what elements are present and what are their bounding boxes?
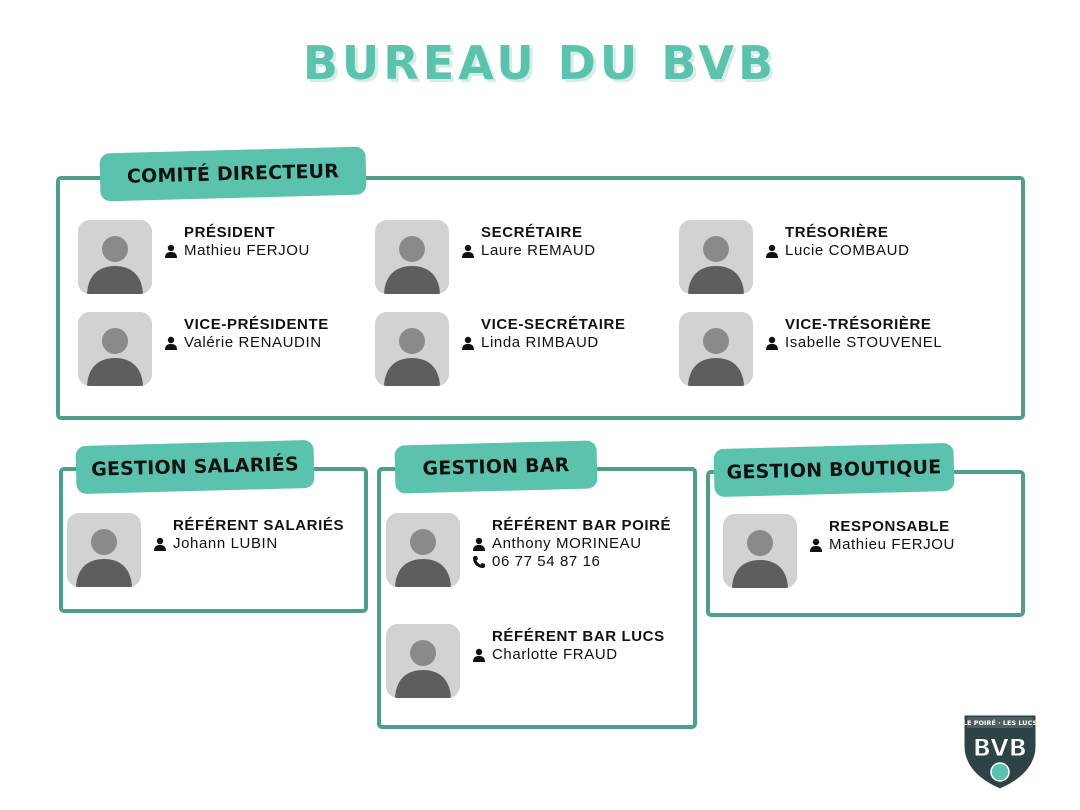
person-icon: [461, 336, 475, 350]
person-icon: [164, 244, 178, 258]
logo-letters: BVB: [973, 734, 1027, 762]
phone-icon: [472, 555, 486, 569]
gestion-salaries-label: GESTION SALARIÉS: [75, 439, 315, 495]
member-phone: 06 77 54 87 16: [492, 553, 601, 570]
comite-directeur-section: [56, 176, 1025, 420]
person-icon: [809, 538, 823, 552]
member-name: Anthony MORINEAU: [492, 535, 642, 552]
comite-directeur-label: COMITÉ DIRECTEUR: [99, 146, 367, 202]
member-role: VICE-TRÉSORIÈRE: [785, 316, 932, 333]
member-photo: [679, 312, 753, 386]
member-role: RÉFÉRENT BAR POIRÉ: [492, 517, 672, 534]
member-role: PRÉSIDENT: [184, 224, 276, 241]
member-role: RÉFÉRENT BAR LUCS: [492, 628, 665, 645]
member-photo: [375, 220, 449, 294]
member-name: Mathieu FERJOU: [184, 242, 310, 259]
member-name: Johann LUBIN: [173, 535, 278, 552]
page-title: BUREAU DU BVB: [302, 36, 778, 90]
person-icon: [472, 648, 486, 662]
member-role: VICE-PRÉSIDENTE: [184, 316, 329, 333]
member-photo: [78, 312, 152, 386]
member-photo: [386, 513, 460, 587]
member-photo: [67, 513, 141, 587]
member-name: Charlotte FRAUD: [492, 646, 618, 663]
person-icon: [765, 244, 779, 258]
member-photo: [386, 624, 460, 698]
member-role: RESPONSABLE: [829, 518, 950, 535]
member-name: Lucie COMBAUD: [785, 242, 910, 259]
member-photo: [679, 220, 753, 294]
person-icon: [472, 537, 486, 551]
person-icon: [164, 336, 178, 350]
member-name: Mathieu FERJOU: [829, 536, 955, 553]
member-role: VICE-SECRÉTAIRE: [481, 316, 626, 333]
member-photo: [375, 312, 449, 386]
member-photo: [723, 514, 797, 588]
member-photo: [78, 220, 152, 294]
member-name: Isabelle STOUVENEL: [785, 334, 943, 351]
person-icon: [765, 336, 779, 350]
person-icon: [153, 537, 167, 551]
member-name: Valérie RENAUDIN: [184, 334, 322, 351]
bvb-logo: LE POIRÉ · LES LUCS BVB: [961, 712, 1039, 792]
gestion-boutique-label: GESTION BOUTIQUE: [713, 442, 955, 498]
gestion-bar-label: GESTION BAR: [394, 440, 598, 494]
member-role: RÉFÉRENT SALARIÉS: [173, 517, 345, 534]
logo-top-text: LE POIRÉ · LES LUCS: [963, 718, 1038, 727]
member-name: Linda RIMBAUD: [481, 334, 599, 351]
person-icon: [461, 244, 475, 258]
member-role: SECRÉTAIRE: [481, 224, 583, 241]
member-role: TRÉSORIÈRE: [785, 224, 889, 241]
member-name: Laure REMAUD: [481, 242, 596, 259]
